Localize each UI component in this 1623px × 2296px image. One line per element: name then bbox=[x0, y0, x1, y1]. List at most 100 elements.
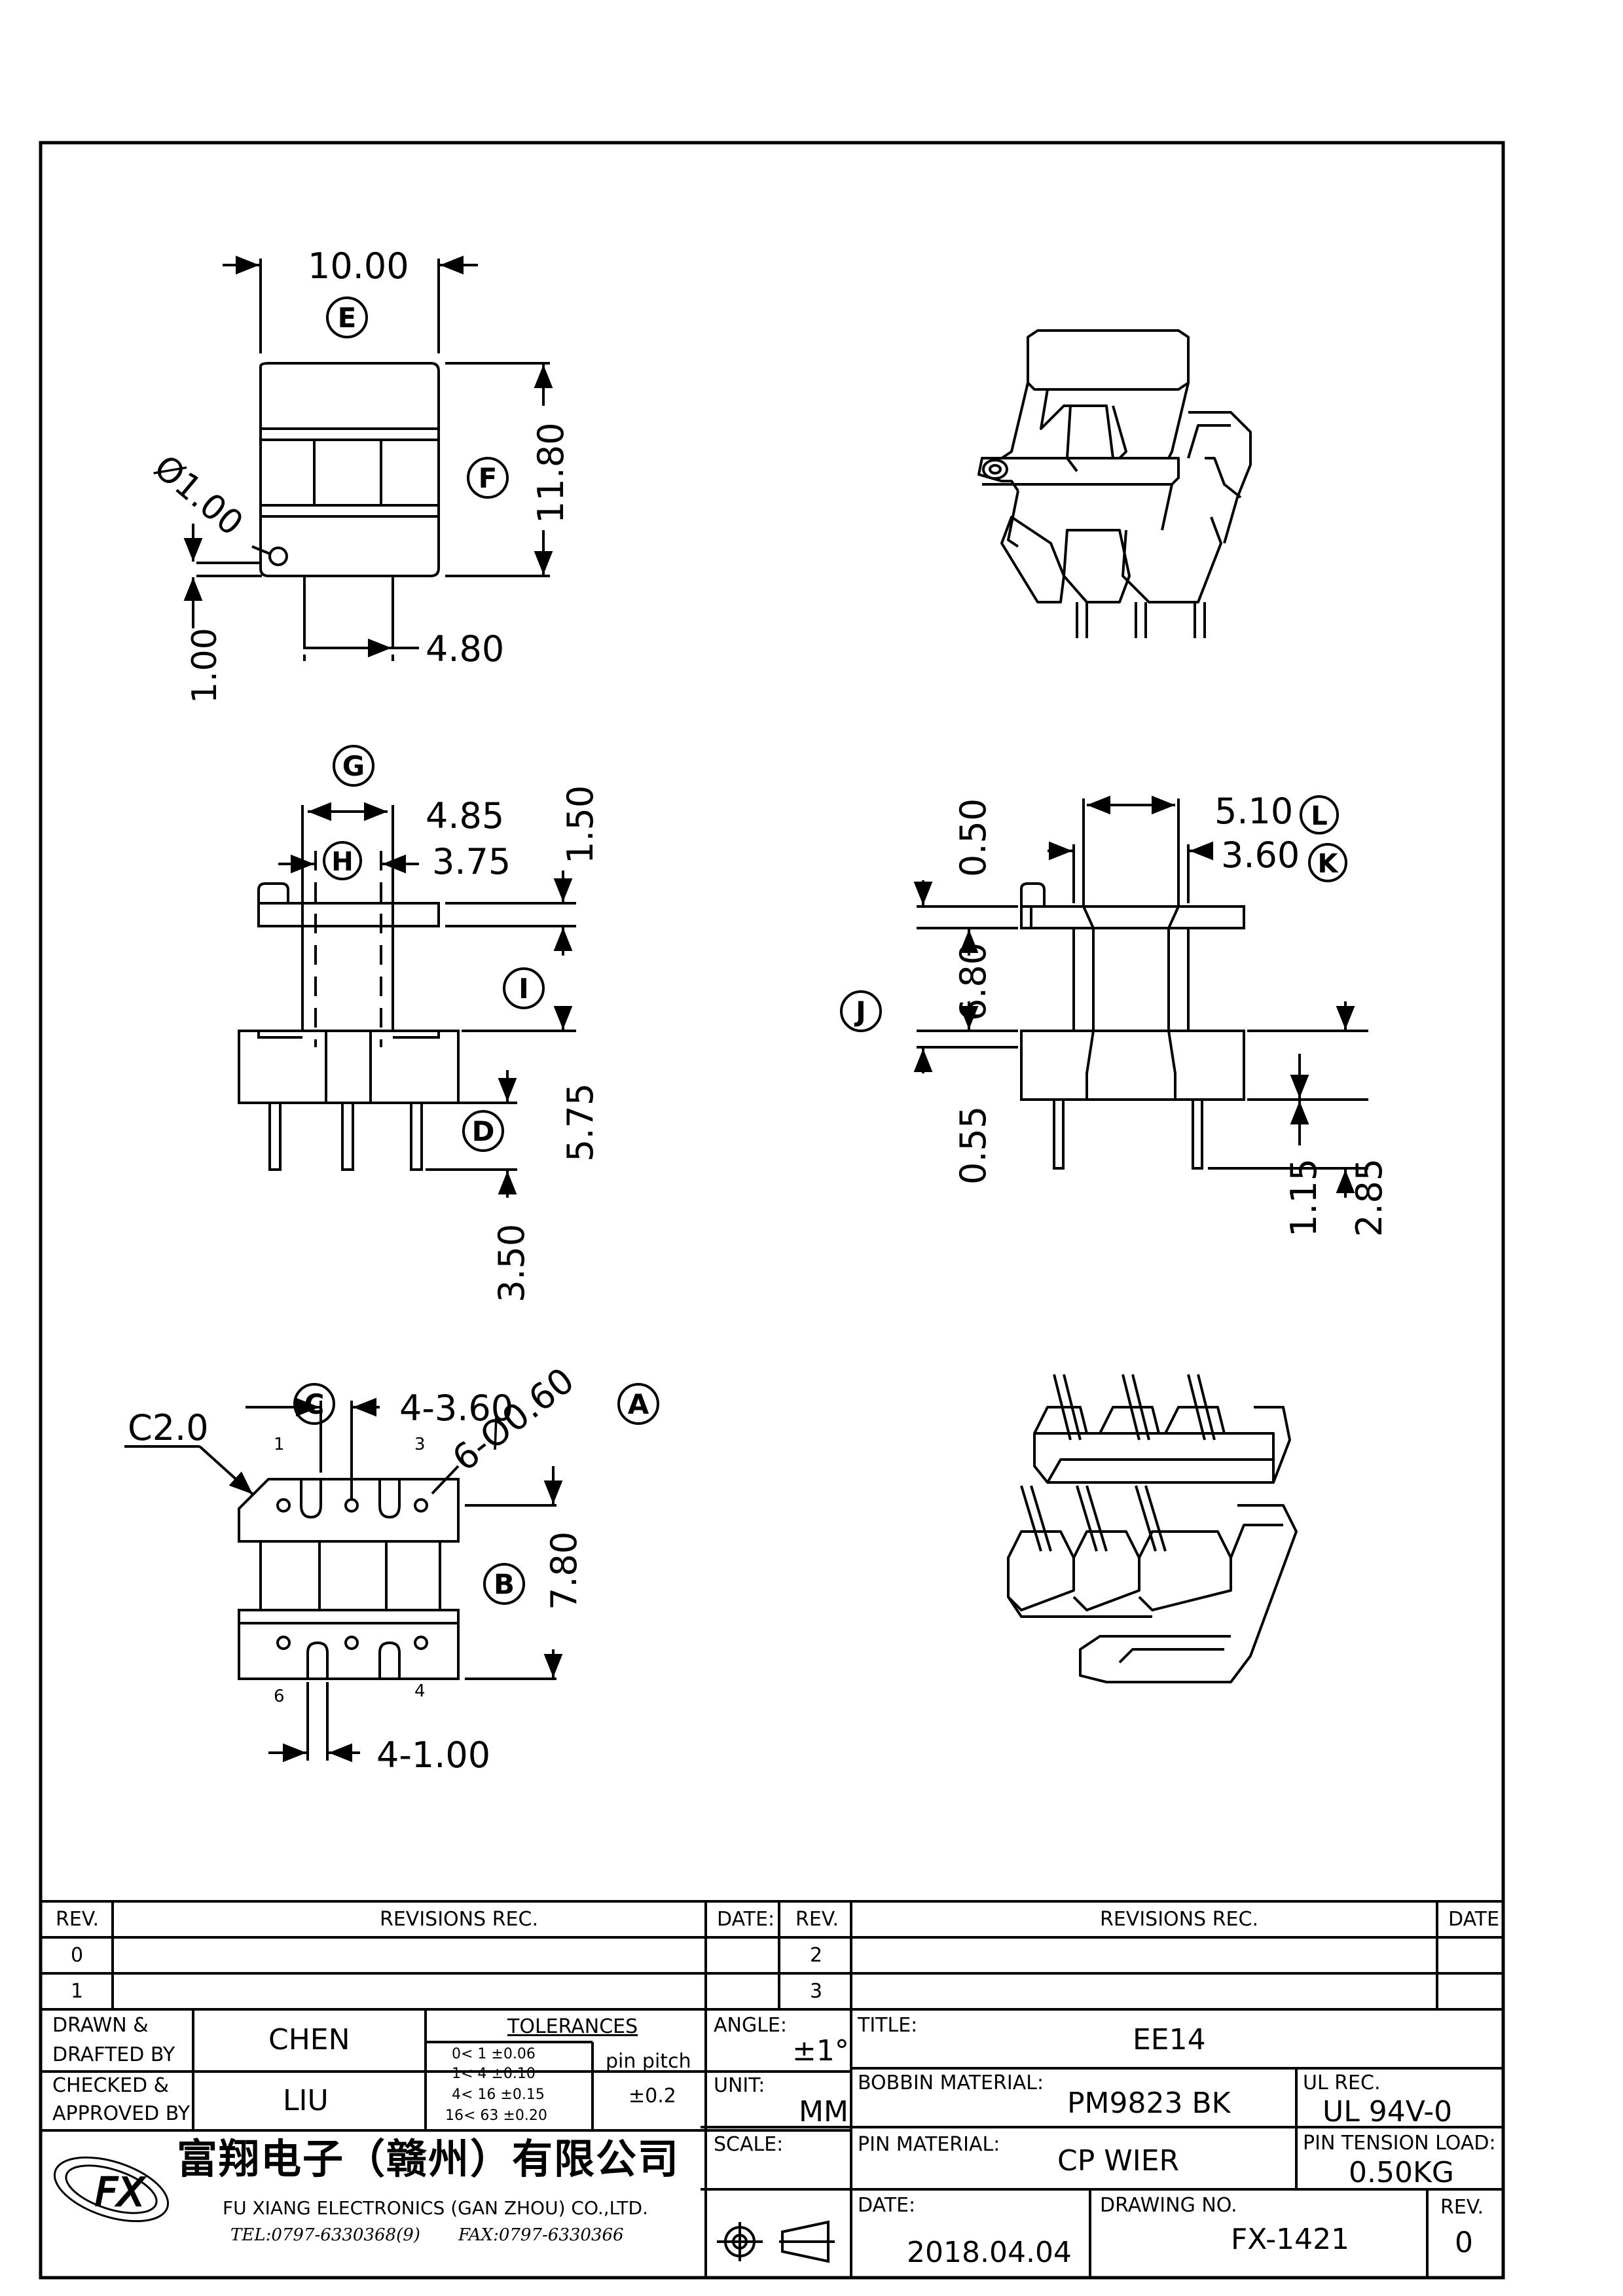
dim-step-a: 1.15 bbox=[1283, 1158, 1324, 1237]
callout-k: K bbox=[1308, 843, 1347, 882]
dim-chamfer: C2.0 bbox=[128, 1407, 209, 1448]
callout-g: G bbox=[333, 745, 374, 787]
rev-row-1: 1 bbox=[71, 1980, 84, 2003]
tolerances-label: TOLERANCES bbox=[507, 2015, 638, 2038]
dim-pin-pitch: 4-3.60 bbox=[399, 1388, 513, 1429]
pin-pitch-label: pin pitch bbox=[606, 2050, 691, 2073]
svg-text:I: I bbox=[519, 973, 529, 1005]
company-name-en: FU XIANG ELECTRONICS (GAN ZHOU) CO.,LTD. bbox=[223, 2197, 648, 2219]
pin-number-6: 6 bbox=[274, 1687, 285, 1706]
callout-l: L bbox=[1300, 795, 1339, 834]
rev-col-header-left: REV. bbox=[56, 1908, 99, 1931]
svg-text:E: E bbox=[338, 302, 357, 334]
drawing-border bbox=[39, 141, 1505, 2280]
company-fax: FAX:0797-6330366 bbox=[458, 2225, 624, 2245]
pin-material-value: CP WIER bbox=[1057, 2144, 1180, 2178]
dim-j-top-gap: 0.50 bbox=[953, 798, 994, 877]
drawn-by-label-2: DRAFTED BY bbox=[52, 2043, 175, 2066]
title-block-grid bbox=[41, 1900, 1503, 2278]
dim-f-height: 11.80 bbox=[530, 422, 572, 524]
bobbin-material-value: PM9823 BK bbox=[1067, 2087, 1231, 2120]
pin-tension-value: 0.50KG bbox=[1349, 2156, 1454, 2189]
dim-i-height: 5.75 bbox=[560, 1083, 601, 1162]
drawing-no-label: DRAWING NO. bbox=[1100, 2194, 1237, 2217]
svg-text:K: K bbox=[1318, 849, 1340, 879]
drawn-by-value: CHEN bbox=[268, 2023, 350, 2056]
callout-c: C bbox=[293, 1383, 335, 1425]
tolerance-row-4: 16< 63 ±0.20 bbox=[445, 2108, 547, 2124]
front-view-labels: 4.85 3.75 1.50 5.75 3.50 bbox=[426, 785, 601, 1302]
callout-j: J bbox=[840, 990, 882, 1032]
svg-text:C: C bbox=[304, 1388, 325, 1420]
unit-value: MM bbox=[799, 2095, 848, 2128]
dim-step-b: 2.85 bbox=[1349, 1158, 1390, 1237]
checked-by-label-2: APPROVED BY bbox=[52, 2102, 191, 2125]
dim-l-width: 5.10 bbox=[1214, 791, 1293, 832]
side-view-labels: 5.10 3.60 0.50 6.80 0.55 1.15 2.85 bbox=[953, 791, 1390, 1237]
drawing-no-value: FX-1421 bbox=[1231, 2223, 1350, 2256]
date-col-header-right: DATE: bbox=[1448, 1908, 1506, 1931]
rev-row-3: 3 bbox=[810, 1980, 823, 2003]
ul-rec-value: UL 94V-0 bbox=[1322, 2095, 1453, 2128]
rev-row-0: 0 bbox=[71, 1944, 84, 1967]
tolerance-row-3: 4< 16 ±0.15 bbox=[452, 2087, 545, 2103]
svg-text:A: A bbox=[628, 1388, 649, 1420]
dim-e-width: 10.00 bbox=[308, 245, 409, 287]
checked-by-label-1: CHECKED & bbox=[52, 2074, 170, 2097]
dim-j-bottom: 0.55 bbox=[953, 1106, 994, 1185]
company-name-cn: 富翔电子（赣州）有限公司 bbox=[177, 2135, 680, 2183]
company-logo: FX bbox=[53, 2156, 170, 2223]
pin-number-3: 3 bbox=[414, 1435, 426, 1454]
dim-k-width: 3.60 bbox=[1221, 834, 1300, 876]
svg-text:FX: FX bbox=[95, 2170, 146, 2215]
svg-text:B: B bbox=[494, 1568, 515, 1600]
svg-text:J: J bbox=[854, 996, 866, 1028]
pin-number-4: 4 bbox=[414, 1681, 426, 1701]
dim-slot-width: 4-1.00 bbox=[376, 1734, 490, 1776]
date-label: DATE: bbox=[858, 2194, 916, 2217]
dim-base-offset: 1.00 bbox=[185, 628, 225, 704]
scale-label: SCALE: bbox=[714, 2133, 784, 2156]
pin-tension-label: PIN TENSION LOAD: bbox=[1303, 2132, 1496, 2155]
callout-e: E bbox=[326, 296, 368, 338]
revisions-col-header-right: REVISIONS REC. bbox=[1100, 1908, 1258, 1931]
title-label: TITLE: bbox=[858, 2014, 918, 2037]
pin-number-1: 1 bbox=[274, 1435, 285, 1454]
side-view bbox=[913, 795, 1368, 1198]
callout-h: H bbox=[323, 841, 362, 880]
bobbin-material-label: BOBBIN MATERIAL: bbox=[858, 2072, 1044, 2094]
dim-h-width: 3.75 bbox=[432, 841, 511, 882]
rev-row-2: 2 bbox=[810, 1944, 823, 1967]
svg-text:G: G bbox=[342, 750, 365, 782]
rev-label: REV. bbox=[1440, 2196, 1484, 2219]
drawn-by-label-1: DRAWN & bbox=[52, 2014, 149, 2037]
approved-by-value: LIU bbox=[283, 2084, 329, 2117]
dim-flange-top: 1.50 bbox=[560, 785, 601, 864]
callout-i: I bbox=[503, 967, 545, 1009]
title-value: EE14 bbox=[1133, 2023, 1206, 2056]
rev-value: 0 bbox=[1455, 2226, 1473, 2259]
svg-text:F: F bbox=[479, 462, 498, 494]
dim-j-height: 6.80 bbox=[953, 942, 994, 1021]
svg-text:H: H bbox=[331, 847, 353, 877]
callout-d: D bbox=[462, 1110, 504, 1152]
svg-text:D: D bbox=[472, 1115, 495, 1147]
date-col-header-left: DATE: bbox=[717, 1908, 775, 1931]
dim-hole-diameter: Ø1.00 bbox=[147, 448, 251, 544]
company-tel: TEL:0797-6330368(9) bbox=[230, 2225, 420, 2245]
unit-label: UNIT: bbox=[714, 2074, 765, 2097]
dim-tab-width: 4.80 bbox=[426, 628, 504, 670]
tolerance-row-2: 1< 4 ±0.10 bbox=[452, 2066, 536, 2082]
dim-g-width: 4.85 bbox=[426, 795, 504, 836]
rev-col-header-right: REV. bbox=[795, 1908, 839, 1931]
tolerance-row-1: 0< 1 ±0.06 bbox=[452, 2046, 536, 2062]
svg-text:L: L bbox=[1311, 801, 1328, 831]
callout-b: B bbox=[483, 1563, 525, 1605]
isometric-view-bottom bbox=[1007, 1374, 1298, 1683]
top-view bbox=[183, 255, 553, 661]
callout-f: F bbox=[467, 457, 509, 499]
pin-material-label: PIN MATERIAL: bbox=[858, 2133, 1000, 2156]
ul-rec-label: UL REC. bbox=[1303, 2072, 1381, 2094]
revisions-col-header-left: REVISIONS REC. bbox=[380, 1908, 538, 1931]
